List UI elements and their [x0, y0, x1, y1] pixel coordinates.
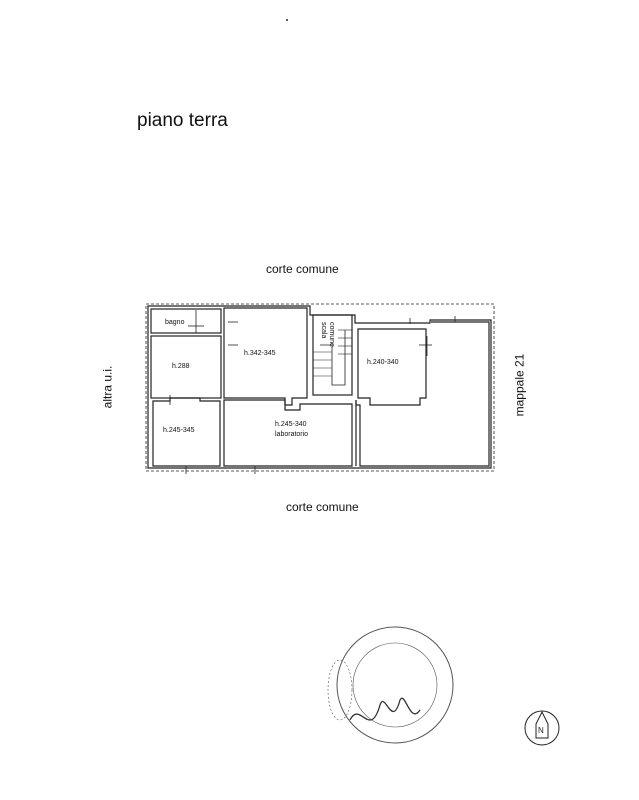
stamp-seal [327, 626, 454, 744]
room-label-342-345: h.342-345 [244, 350, 276, 357]
lab-name-label: laboratorio [275, 431, 308, 438]
stair-label-1: scala [320, 322, 327, 338]
top-boundary-label: corte comune [266, 262, 339, 276]
stair-label-2: comune [328, 322, 335, 347]
page-title: piano terra [137, 110, 228, 131]
north-arrow-icon: N [524, 710, 560, 746]
lab-height-label: h.245-340 [275, 421, 307, 428]
room-label-240-340: h.240-340 [367, 359, 399, 366]
compass-letter: N [538, 726, 544, 735]
walls [145, 303, 495, 474]
room-label-245-345: h.245-345 [163, 427, 195, 434]
bottom-boundary-label: corte comune [286, 500, 359, 514]
room-label-bathroom: bagno [165, 319, 185, 326]
room-label-288: h.288 [172, 363, 190, 370]
